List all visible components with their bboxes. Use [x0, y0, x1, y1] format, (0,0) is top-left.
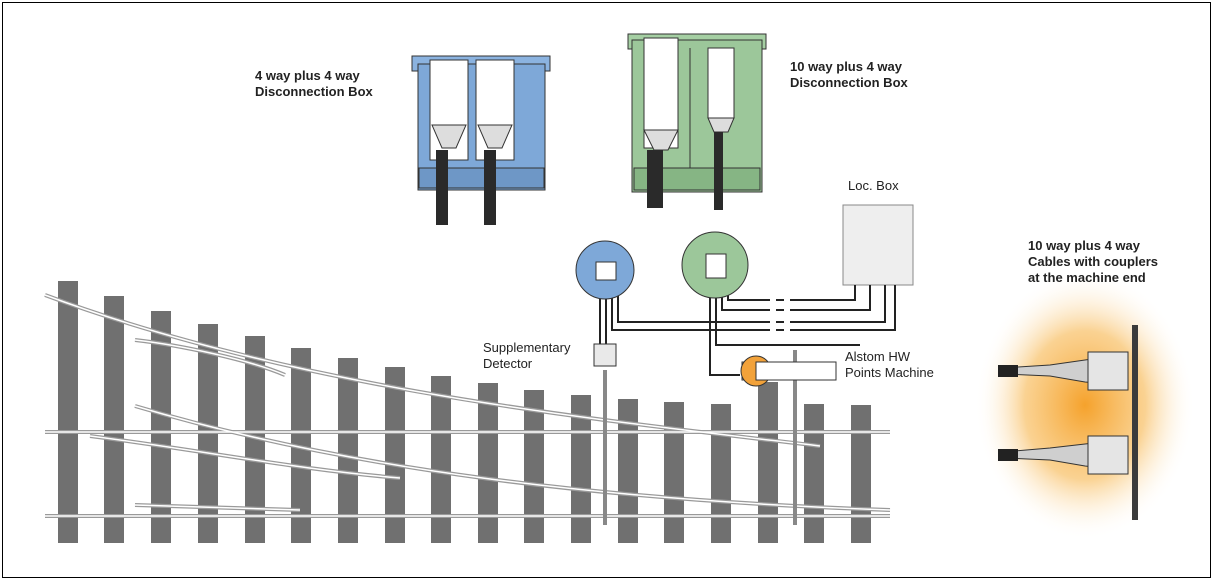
- label-10way-line2: Disconnection Box: [790, 75, 908, 90]
- supplementary-detector: [593, 343, 617, 367]
- label-alstom-line2: Points Machine: [845, 365, 934, 380]
- label-4way-line1: 4 way plus 4 way: [255, 68, 360, 83]
- label-4way-line2: Disconnection Box: [255, 84, 373, 99]
- green-connector-circle: [681, 231, 749, 299]
- sleepers: [58, 281, 871, 543]
- label-cables-line2: Cables with couplers: [1028, 254, 1159, 269]
- loc-box: [842, 204, 914, 286]
- disconnection-box-4way: [411, 55, 551, 225]
- label-cables-line3: at the machine end: [1028, 270, 1146, 285]
- label-loc-box: Loc. Box: [848, 178, 899, 193]
- label-supp-detector-line2: Detector: [483, 356, 533, 371]
- label-cables-line1: 10 way plus 4 way: [1028, 238, 1141, 253]
- label-alstom-line1: Alstom HW: [845, 349, 910, 364]
- points-machine: [740, 355, 837, 387]
- blue-connector-circle: [575, 240, 635, 300]
- cable-couplers-illustration: [975, 270, 1195, 540]
- disconnection-box-10way: [627, 33, 767, 210]
- label-10way-line1: 10 way plus 4 way: [790, 59, 903, 74]
- label-supp-detector-line1: Supplementary: [483, 340, 571, 355]
